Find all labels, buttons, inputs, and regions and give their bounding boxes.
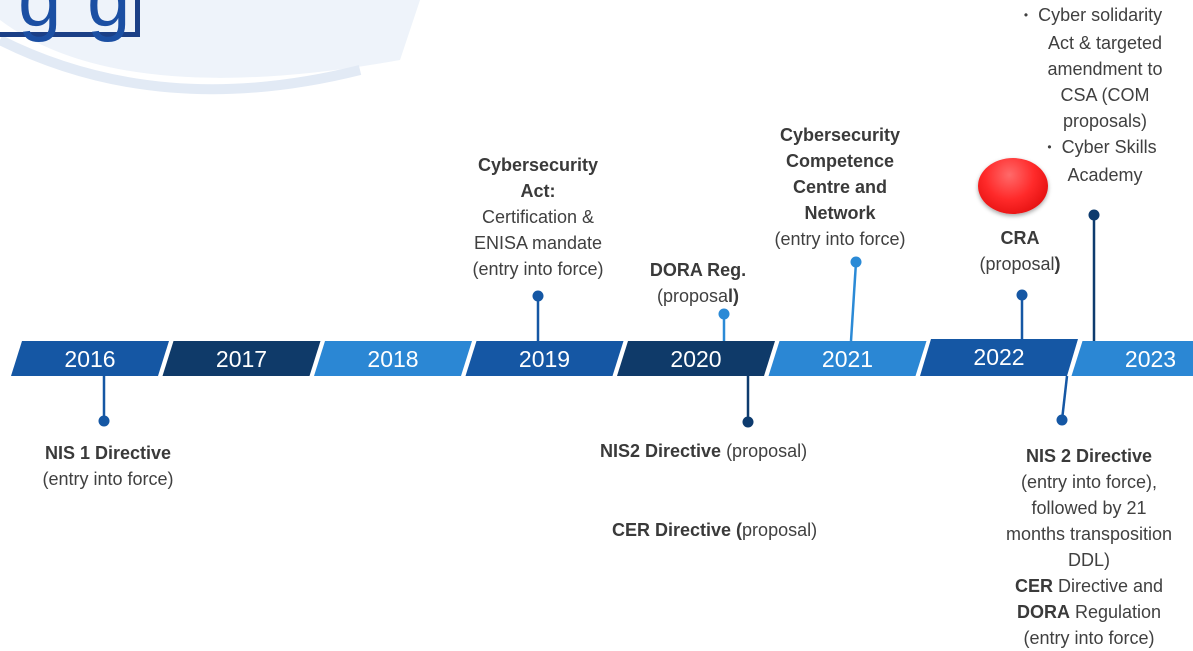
solidarity-line-3: amendment to — [1047, 59, 1163, 79]
event-nis2-force-line-4: DDL) — [1067, 550, 1110, 570]
event-ccc-status: (entry into force) — [774, 229, 906, 249]
event-nis1: NIS 1 Directive (entry into force) — [18, 440, 198, 492]
event-nis2-force-line-5: (entry into force) — [1023, 628, 1155, 648]
event-nis2-force-line-1: (entry into force), — [1020, 472, 1158, 492]
timeline-segment-2022 — [920, 339, 1078, 376]
solidarity-line-4: CSA (COM — [1060, 85, 1150, 105]
event-ccc-title-2: Competence — [785, 151, 895, 171]
event-cra-status: (proposal) — [979, 254, 1061, 274]
timeline-year-2018: 2018 — [367, 346, 418, 372]
bullet-icon: • — [1023, 8, 1029, 22]
event-cra-title: CRA — [1000, 228, 1040, 248]
marker-dot-cra — [1016, 289, 1028, 301]
event-csa-title-1: Cybersecurity — [477, 155, 599, 175]
event-csa-line-3: (entry into force) — [472, 259, 604, 279]
event-cer-force-title: CER — [1014, 576, 1053, 596]
page-title-fragment: g g — [18, 0, 132, 45]
event-nis2-entry-into-force: NIS 2 Directive (entry into force), foll… — [985, 443, 1193, 651]
event-dora-force-title: DORA — [1016, 602, 1070, 622]
marker-dot-nis2-force — [1056, 414, 1068, 426]
timeline-year-2019: 2019 — [519, 346, 570, 372]
connector-ccc — [849, 261, 858, 342]
event-cer-force-text: Directive and — [1052, 576, 1164, 596]
event-nis1-title: NIS 1 Directive — [44, 443, 172, 463]
marker-dot-nis1 — [98, 415, 110, 427]
event-csa: Cybersecurity Act: Certification & ENISA… — [452, 152, 624, 282]
solidarity-line-2: Act & targeted — [1047, 33, 1163, 53]
timeline-year-2017: 2017 — [216, 346, 267, 372]
red-marker-dot — [978, 158, 1048, 214]
event-nis2-force-line-3: months transposition — [1005, 524, 1173, 544]
marker-dot-csa — [532, 290, 544, 302]
event-cyber-solidarity: • Cyber solidarity Act & targeted amendme… — [998, 2, 1188, 188]
event-cra-proposal: CRA (proposal) — [960, 225, 1080, 277]
event-nis1-status: (entry into force) — [42, 469, 174, 489]
event-ccc-title-1: Cybersecurity — [779, 125, 901, 145]
event-nis2-force-line-2: followed by 21 — [1031, 498, 1147, 518]
event-nis2-proposal: NIS2 Directive (proposal) — [600, 438, 880, 464]
background-swoosh — [0, 0, 420, 95]
timeline-year-2021: 2021 — [822, 346, 873, 372]
timeline-segment-2020 — [617, 341, 775, 376]
timeline-year-2016: 2016 — [64, 346, 115, 372]
connector-nis2-force — [1060, 375, 1069, 421]
event-ccc-title-3: Centre and — [792, 177, 888, 197]
timeline-segment-2017 — [162, 341, 321, 376]
event-csa-line-1: Certification & — [481, 207, 595, 227]
event-dora-status: (proposal) — [656, 286, 740, 306]
event-cer-proposal-status: proposal) — [742, 520, 818, 540]
event-cer-proposal: CER Directive (proposal) — [612, 517, 892, 543]
title-bracket-decoration — [0, 0, 140, 37]
event-nis2-force-title: NIS 2 Directive — [1025, 446, 1153, 466]
marker-dot-solidarity — [1088, 209, 1100, 221]
timeline-year-2022: 2022 — [973, 344, 1024, 370]
event-dora-proposal: DORA Reg. (proposal) — [632, 257, 764, 309]
event-csa-title-2: Act: — [520, 181, 556, 201]
event-dora-title: DORA Reg. — [649, 260, 747, 280]
solidarity-line-1: Cyber solidarity — [1038, 5, 1163, 25]
marker-dot-nis2-proposal — [742, 416, 754, 428]
solidarity-line-7: Academy — [1067, 165, 1143, 185]
marker-dot-dora — [718, 308, 730, 320]
marker-dot-ccc — [850, 256, 862, 268]
solidarity-line-5: proposals) — [1062, 111, 1148, 131]
timeline-segment-2016 — [11, 341, 169, 376]
event-nis2-proposal-title: NIS2 Directive — [600, 441, 722, 461]
timeline-segment-2018 — [314, 341, 472, 376]
timeline-segment-2021 — [768, 341, 927, 376]
timeline-year-2023: 2023 — [1125, 346, 1176, 372]
solidarity-line-6: Cyber Skills — [1061, 137, 1157, 157]
event-ccc-title-4: Network — [804, 203, 876, 223]
event-dora-force-text: Regulation — [1069, 602, 1162, 622]
event-nis2-proposal-status: (proposal) — [721, 441, 808, 461]
event-csa-line-2: ENISA mandate — [473, 233, 603, 253]
timeline-segment-2023 — [1071, 341, 1193, 376]
event-cer-proposal-title: CER Directive ( — [612, 520, 743, 540]
timeline-year-2020: 2020 — [670, 346, 721, 372]
timeline-segment-2019 — [465, 341, 624, 376]
bullet-icon: • — [1047, 140, 1052, 154]
event-competence-centre: Cybersecurity Competence Centre and Netw… — [752, 122, 928, 252]
